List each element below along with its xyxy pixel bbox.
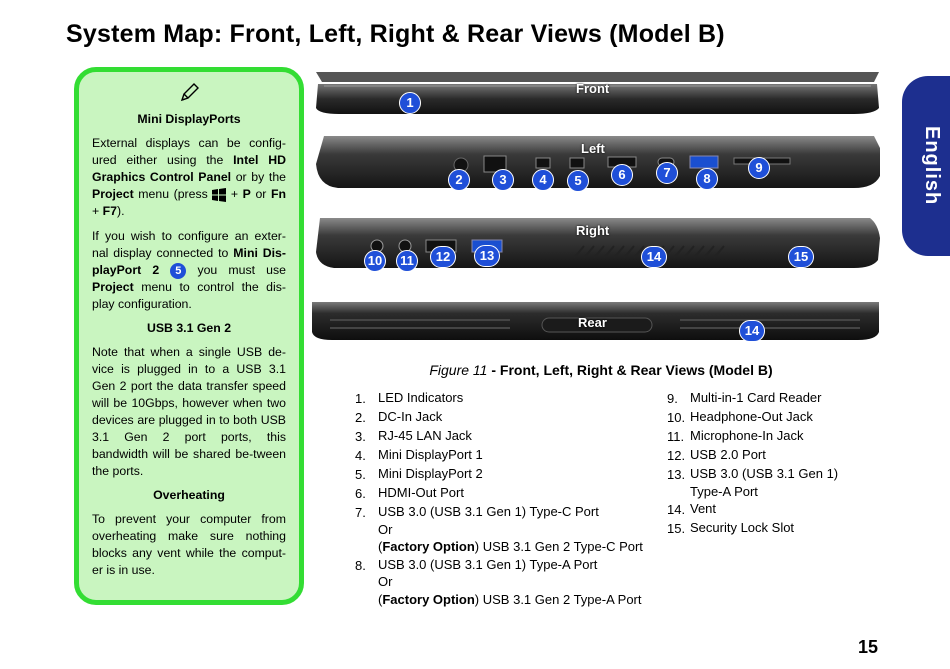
right-view: Right 10 11 12 13 14 15 [314, 216, 881, 272]
paragraph: If you wish to configure an exter-nal di… [92, 229, 286, 311]
legend-item: 14. Vent [667, 500, 887, 519]
legend-item: 11. Microphone-In Jack [667, 427, 887, 446]
legend-item: 13. USB 3.0 (USB 3.1 Gen 1)Type-A Port [667, 465, 887, 500]
legend-item: 10. Headphone-Out Jack [667, 408, 887, 427]
callout-4: 4 [532, 169, 554, 191]
legend-text: Mini DisplayPort 1 [378, 447, 483, 462]
legend-text: RJ-45 LAN Jack [378, 428, 472, 443]
callout-7: 7 [656, 162, 678, 184]
callout-8: 8 [696, 168, 718, 190]
view-label: Right [576, 223, 610, 238]
legend-number: 15. [667, 521, 686, 536]
legend-number: 2. [355, 410, 366, 425]
legend-number: 12. [667, 448, 686, 463]
note-sidebar: Mini DisplayPorts External displays can … [74, 67, 304, 605]
legend-number: 1. [355, 391, 366, 406]
legend-number: 6. [355, 486, 366, 501]
callout-2: 2 [448, 169, 470, 191]
section-heading: Overheating [153, 488, 225, 502]
legend-list-left: 1. LED Indicators 2. DC-In Jack 3. RJ-45 LAN … [355, 389, 655, 608]
callout-6: 6 [611, 164, 633, 186]
legend-number: 7. [355, 505, 366, 520]
legend-text: LED Indicators [378, 390, 464, 405]
legend-text: HDMI-Out Port [378, 485, 464, 500]
legend-number: 8. [355, 557, 366, 573]
legend-text: Mini DisplayPort 2 [378, 466, 483, 481]
legend-item: 5. Mini DisplayPort 2 [355, 465, 655, 484]
page-number: 15 [858, 637, 879, 657]
legend-number: 9. [667, 391, 678, 406]
callout-10: 10 [364, 250, 386, 272]
callout-14: 14 [641, 246, 667, 268]
legend-item: 4. Mini DisplayPort 1 [355, 446, 655, 465]
windows-key-icon [212, 187, 227, 202]
legend-text: Vent [690, 501, 717, 516]
left-view: Left 2 3 4 5 6 7 8 9 [314, 134, 881, 194]
legend-item: 9. Multi-in-1 Card Reader [667, 389, 887, 408]
legend-list-right: 9. Multi-in-1 Card Reader 10. Headphone-Out… [667, 389, 887, 538]
language-tab[interactable]: English [902, 76, 950, 256]
legend-text: DC-In Jack [378, 409, 443, 424]
laptop-rear-image [312, 302, 879, 340]
legend-number: 5. [355, 467, 366, 482]
callout-13: 13 [474, 245, 500, 267]
legend-number: 13. [667, 467, 686, 482]
legend-item: 6. HDMI-Out Port [355, 484, 655, 503]
legend-number: 14. [667, 502, 686, 517]
legend-item: 15. Security Lock Slot [667, 519, 887, 538]
legend-number: 4. [355, 448, 366, 463]
legend-number: 10. [667, 410, 686, 425]
legend-item: 2. DC-In Jack [355, 408, 655, 427]
page-title: System Map: Front, Left, Right & Rear Vi… [66, 20, 725, 48]
legend-item: 3. RJ-45 LAN Jack [355, 427, 655, 446]
callout-14: 14 [739, 320, 765, 342]
callout-3: 3 [492, 169, 514, 191]
paragraph: Note that when a single USB de-vice is p… [92, 345, 286, 478]
legend-text: USB 2.0 Port [690, 447, 766, 462]
callout-12: 12 [430, 246, 456, 268]
callout-15: 15 [788, 246, 814, 268]
front-view: Front 1 [314, 70, 881, 116]
view-label: Rear [578, 315, 607, 330]
callout-11: 11 [396, 250, 418, 272]
legend-text: Headphone-Out Jack [690, 409, 813, 424]
view-label: Front [576, 81, 610, 96]
view-label: Left [581, 141, 605, 156]
paragraph: To prevent your computer from overheatin… [92, 512, 286, 577]
legend-text: USB 3.0 (USB 3.1 Gen 1)Type-A Port [690, 466, 839, 499]
legend-text: Multi-in-1 Card Reader [690, 390, 822, 405]
legend-number: 11. [667, 429, 685, 444]
rear-view: Rear 14 [310, 298, 881, 344]
paragraph: External displays can be config-ured eit… [92, 136, 286, 218]
section-heading: USB 3.1 Gen 2 [146, 321, 232, 335]
legend-text: Security Lock Slot [690, 520, 795, 535]
callout-badge: 5 [170, 262, 187, 279]
callout-9: 9 [748, 157, 770, 179]
language-tab-label: English [921, 126, 943, 206]
legend-number: 3. [355, 429, 366, 444]
callout-5: 5 [567, 170, 589, 192]
legend-text: Microphone-In Jack [690, 428, 804, 443]
figure-caption: Figure 11 - Front, Left, Right & Rear Vi… [429, 362, 773, 378]
laptop-front-image [316, 72, 879, 114]
legend-item: 12. USB 2.0 Port [667, 446, 887, 465]
legend-item: 1. LED Indicators [355, 389, 655, 408]
section-heading: Mini DisplayPorts [137, 112, 241, 126]
callout-1: 1 [399, 92, 421, 114]
pencil-icon [92, 82, 286, 106]
